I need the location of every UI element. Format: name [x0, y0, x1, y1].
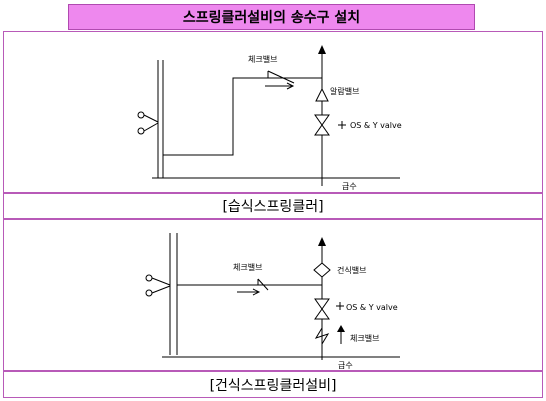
dry-label-supply: 급수: [338, 361, 353, 370]
dry-label-check-bottom: 체크밸브: [350, 333, 379, 343]
wet-label-alarm: 알람밸브: [330, 86, 359, 96]
wet-alarm-valve: [315, 87, 329, 102]
dry-diagram-panel: [3, 219, 543, 371]
wet-riser-arrow: [318, 45, 326, 54]
dry-connection-circle-bottom: [145, 289, 153, 297]
dry-label-os: OS & Y valve: [346, 303, 398, 312]
dry-label-check-top: 체크밸브: [233, 262, 262, 272]
wet-label-os: OS & Y valve: [350, 121, 402, 130]
dry-connection-circle-top: [145, 274, 153, 282]
wet-osy-valve: [314, 114, 330, 136]
dry-label-dry-valve: 건식밸브: [337, 265, 366, 275]
wet-label-supply: 급수: [342, 182, 357, 191]
dry-caption: [건식스프링클러설비]: [3, 371, 543, 398]
dry-riser-arrow: [318, 237, 326, 246]
page-title: 스프링클러설비의 송수구 설치: [68, 4, 475, 30]
wet-label-check: 체크밸브: [248, 54, 277, 64]
wet-check-valve: [267, 70, 295, 84]
wet-supply-pipe: [163, 77, 322, 156]
wet-caption: [습식스프링클러]: [3, 193, 543, 219]
dry-valve: [313, 262, 331, 278]
dry-osy-valve: [314, 298, 330, 320]
wet-connection-circle-bottom: [137, 127, 145, 135]
wet-diagram-panel: [3, 31, 543, 193]
dry-check-valve: [257, 278, 269, 291]
wet-connection-circle-top: [137, 111, 145, 119]
dry-lower-check-valve: [314, 327, 330, 345]
